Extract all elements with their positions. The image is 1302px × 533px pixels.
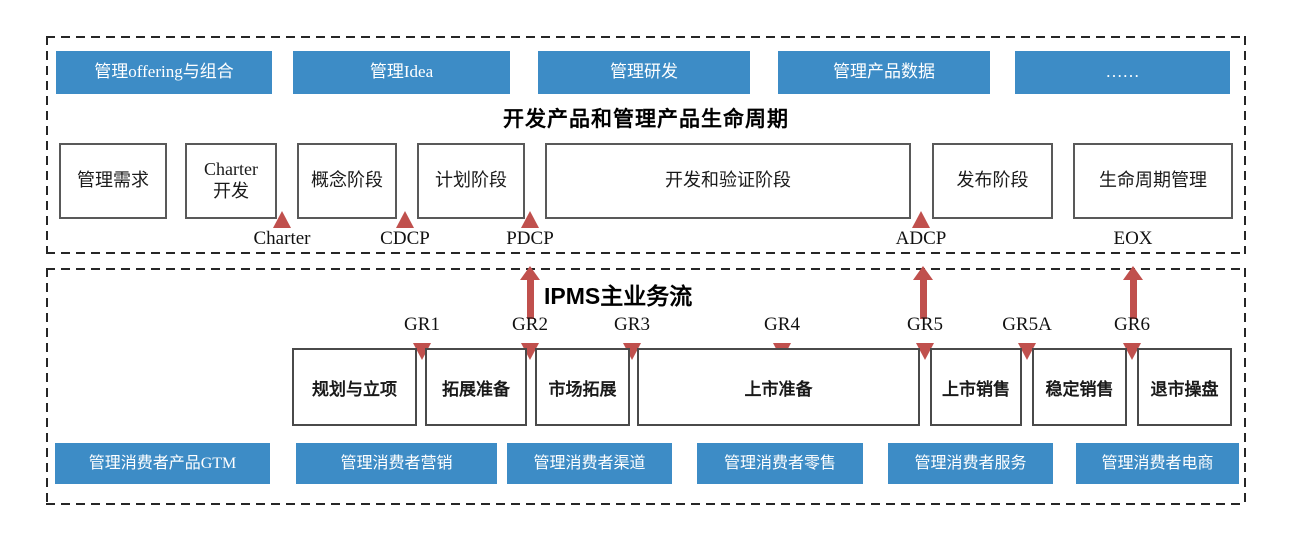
flow-label: 市场拓展: [548, 379, 617, 399]
capability-label: 管理研发: [610, 62, 678, 82]
capability-label: 管理Idea: [369, 62, 434, 82]
stage-label: 概念阶段: [311, 170, 383, 191]
capability-label: 管理消费者电商: [1101, 454, 1214, 472]
stage-box-concept: 概念阶段: [297, 143, 397, 219]
capability-label: 管理消费者产品GTM: [88, 454, 237, 472]
stage-label: Charter 开发: [204, 159, 258, 201]
arrow-head-icon: [913, 266, 933, 280]
gr-label-gr5: GR5: [907, 314, 943, 335]
capability-box-consumer-retail: 管理消费者零售: [697, 443, 863, 484]
arrow-gr6-to-eox: [1123, 266, 1143, 319]
gr-label-gr3: GR3: [614, 314, 650, 335]
capability-box-consumer-gtm: 管理消费者产品GTM: [55, 443, 270, 484]
flow-box-stable-sales: 稳定销售: [1032, 348, 1127, 426]
capability-box-consumer-channel: 管理消费者渠道: [507, 443, 672, 484]
arrow-gr2-to-pdcp: [520, 266, 540, 319]
capability-box-more: ……: [1015, 51, 1230, 94]
stage-box-charter-dev: Charter 开发: [185, 143, 277, 219]
flow-label: 上市销售: [942, 379, 1010, 399]
capability-box-consumer-ecommerce: 管理消费者电商: [1076, 443, 1239, 484]
stage-box-lifecycle-mgmt: 生命周期管理: [1073, 143, 1233, 219]
flow-label: 拓展准备: [442, 379, 510, 399]
capability-box-consumer-service: 管理消费者服务: [888, 443, 1053, 484]
gr-label-gr1: GR1: [404, 314, 440, 335]
gate-marker-charter-icon: [273, 211, 291, 228]
flow-label: 上市准备: [744, 379, 813, 399]
flow-box-launch-sales: 上市销售: [930, 348, 1022, 426]
capability-box-consumer-marketing: 管理消费者营销: [296, 443, 497, 484]
gate-label-eox: EOX: [1113, 228, 1153, 249]
flow-label: 规划与立项: [312, 379, 397, 399]
arrow-gr5-to-adcp: [913, 266, 933, 319]
gr-marker-gr6-icon: [1123, 343, 1141, 360]
stage-box-release: 发布阶段: [932, 143, 1053, 219]
flow-box-launch-prep: 上市准备: [637, 348, 920, 426]
flow-box-market-expansion: 市场拓展: [535, 348, 630, 426]
gate-marker-adcp-icon: [912, 211, 930, 228]
capability-label: 管理消费者零售: [723, 454, 836, 472]
stage-label: 开发和验证阶段: [665, 170, 791, 191]
capability-label: 管理offering与组合: [94, 62, 234, 82]
stage-label: 管理需求: [77, 170, 149, 191]
capability-label: 管理消费者渠道: [533, 454, 646, 472]
capability-box-product-data: 管理产品数据: [778, 51, 990, 94]
gate-marker-cdcp-icon: [396, 211, 414, 228]
capability-label: ……: [1105, 62, 1140, 82]
gate-marker-pdcp-icon: [521, 211, 539, 228]
section-title-product-lifecycle: 开发产品和管理产品生命周期: [503, 108, 789, 131]
stage-box-develop-verify: 开发和验证阶段: [545, 143, 911, 219]
flow-label: 退市操盘: [1150, 379, 1219, 399]
stage-label: 生命周期管理: [1099, 170, 1207, 191]
arrow-head-icon: [1123, 266, 1143, 280]
stage-label: 计划阶段: [435, 170, 507, 191]
capability-label: 管理产品数据: [833, 62, 935, 82]
gate-label-cdcp: CDCP: [380, 228, 430, 249]
stage-label: 发布阶段: [956, 170, 1029, 191]
stage-box-plan: 计划阶段: [417, 143, 525, 219]
gr-label-gr4: GR4: [764, 314, 800, 335]
arrow-shaft: [919, 280, 927, 319]
flow-label: 稳定销售: [1045, 379, 1114, 399]
gate-label-adcp: ADCP: [895, 228, 947, 249]
flow-box-expansion-prep: 拓展准备: [425, 348, 527, 426]
capability-box-idea: 管理Idea: [293, 51, 510, 94]
gr-label-gr6: GR6: [1114, 314, 1150, 335]
arrow-shaft: [1129, 280, 1137, 319]
stage-box-requirements: 管理需求: [59, 143, 167, 219]
gate-label-charter: Charter: [253, 228, 311, 249]
capability-box-rnd: 管理研发: [538, 51, 750, 94]
gr-marker-gr5a-icon: [1018, 343, 1036, 360]
gr-label-gr5a: GR5A: [1002, 314, 1052, 335]
section-title-ipms-flow: IPMS主业务流: [544, 283, 693, 309]
capability-label: 管理消费者服务: [914, 454, 1027, 472]
gr-marker-gr5-icon: [916, 343, 934, 360]
arrow-shaft: [526, 280, 534, 319]
gate-label-pdcp: PDCP: [506, 228, 554, 249]
capability-label: 管理消费者营销: [340, 454, 453, 472]
flow-box-plan-initiate: 规划与立项: [292, 348, 417, 426]
capability-box-offering-portfolio: 管理offering与组合: [56, 51, 272, 94]
arrow-head-icon: [520, 266, 540, 280]
gr-label-gr2: GR2: [512, 314, 548, 335]
flow-box-market-exit: 退市操盘: [1137, 348, 1232, 426]
